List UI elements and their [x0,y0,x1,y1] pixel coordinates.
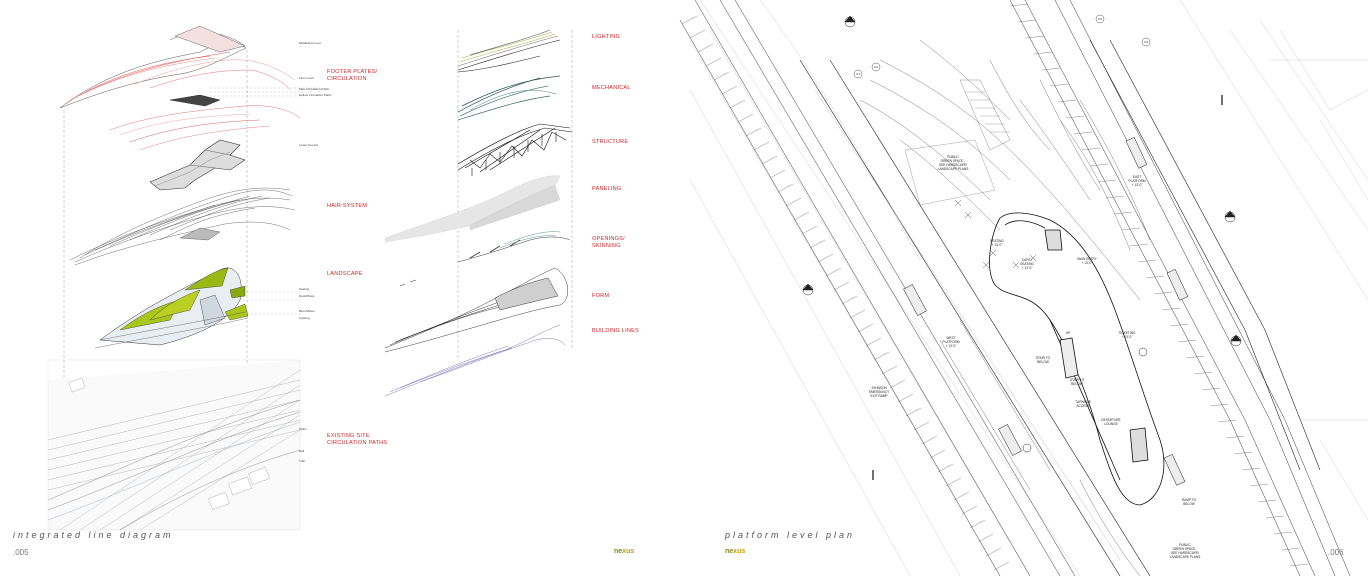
label-footer-plates: FOOTER PLATES/ CIRCULATION [327,69,378,82]
grid-bubble-c3: C3 [1098,17,1102,21]
note-hollow-circulation: Hollow Circulation Paths [299,93,332,97]
label-landscape: LANDSCAPE [327,271,363,277]
note-johnson-ramp: JOHNSON EMERGENCY EXIT RAMP [868,386,890,398]
right-page-plan [678,0,1368,576]
note-floor-level: Floor Level [299,76,314,80]
form-layer [384,267,568,353]
note-middlefloor: Middlefloor level [299,41,321,45]
structure-layer [457,123,573,176]
label-mechanical: MECHANICAL [592,85,631,91]
note-paths: Paths [299,427,307,431]
note-lower-ground: Lower Ground [299,143,319,147]
note-public-green-south: PUBLIC GREEN SPACE - SEE HARDSCAPE/ LAND… [1169,543,1201,559]
grid-bubbles [853,14,1151,79]
building-lines-layer [384,324,566,397]
note-cafe-seating: CAFE / SEATING + 13'-0" [1020,258,1034,270]
note-main-entry: MAIN ENTRY + 13'-0" [1077,257,1097,265]
note-stair-below-2: STAIR TO BELOW [1069,378,1085,386]
note-deck: Deck/Plaza [299,294,315,298]
right-brand-logo: nexus [725,548,746,555]
label-building-lines: BUILDING LINES [592,328,639,334]
landscape-layer [94,267,249,349]
footer-plates-layer [59,25,296,109]
circulation-cross [149,139,246,191]
existing-site-layer [48,360,300,530]
right-page-number: .006 [1328,548,1344,557]
label-paneling: PANELING [592,186,622,192]
label-existing-site: EXISTING SITE CIRCULATION PATHS [327,433,388,446]
note-turnstile: TURNSILE ACCESS [1075,400,1091,408]
grid-bubble-c1: C1 [856,72,860,76]
label-hair-system: HAIR SYSTEM [327,203,368,209]
paneling-layer [384,175,561,243]
label-lighting: LIGHTING [592,34,621,40]
label-structure: STRUCTURE [592,139,629,145]
footer-plates-lower [109,105,301,151]
public-green-hatch [904,79,1011,206]
station-building [989,212,1165,506]
note-main-circulation: Main Circulation Paths [299,87,330,91]
east-platform [1089,39,1321,471]
west-rail-tracks [679,0,1076,576]
note-bench: Bench/Rest [299,309,315,313]
note-lighting: Lighting [299,316,310,320]
east-rail-ties [1009,3,1309,567]
left-page-number: .005 [13,548,29,557]
west-rail-ties [681,15,1010,571]
canopy-lines [859,39,1151,576]
note-up: UP [1065,331,1071,335]
west-platform [799,59,1151,576]
note-ticketing: TICKETING + 13'-0" [1118,331,1136,339]
note-seating: SEATING + 13'-0" [990,239,1004,247]
label-form: FORM [592,293,610,299]
openings-layer [399,231,571,287]
hair-system-layer [69,187,296,266]
note-stair-below-1: STAIR TO BELOW [1035,356,1051,364]
left-brand-logo: nexus [614,548,635,555]
section-cut-lines [872,95,1223,480]
note-rail: Rail [299,449,305,453]
left-page [47,25,573,531]
east-rail-tracks [1009,0,1351,576]
mechanical-layer [457,75,561,121]
note-trail: Trail [299,459,305,463]
note-east-platform: EAST PLATFORM + 13'-0" [1128,175,1146,187]
grid-bubble-c2: C2 [874,65,878,69]
note-public-green-north: PUBLIC GREEN SPACE - SEE HARDSCAPE/ LAND… [937,155,969,171]
planting-symbols [954,199,1037,269]
note-ramp-below: RAMP TO BELOW [1181,498,1197,506]
left-page-title: integrated line diagram [13,530,174,540]
grid-bubble-c4: C4 [1144,40,1148,44]
note-west-platform: WEST PLATFORM + 13'-0" [942,336,960,348]
note-departure-lounge: DEPARTURE LOUNGE [1101,418,1121,426]
label-openings: OPENINGS/ SKINNING [592,236,625,249]
right-page-title: platform level plan [725,530,856,540]
lighting-layer [457,29,561,73]
platform-shelters [903,136,1189,486]
section-markers [802,15,1242,453]
note-seating: Seating [299,287,310,291]
